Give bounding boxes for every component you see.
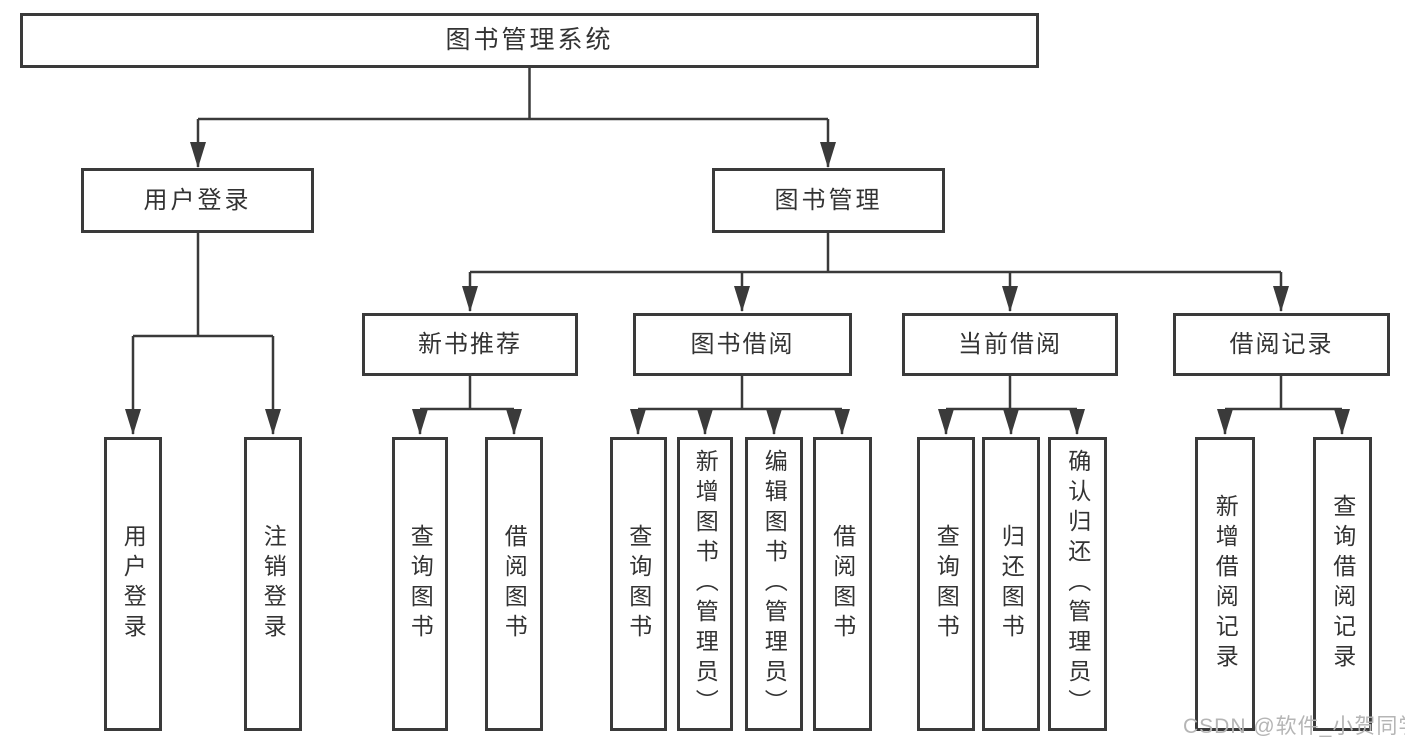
node-label: 借阅记录 (1229, 330, 1334, 358)
node-label: 归还图书 (998, 524, 1025, 644)
connector-book-borrow-branch (630, 376, 850, 435)
node-leaf-query-books-borrow: 查询图书 (610, 437, 667, 731)
node-label: 借阅图书 (501, 524, 528, 644)
node-label: 新增借阅记录 (1212, 494, 1239, 674)
node-label: 图书借阅 (690, 330, 795, 358)
node-leaf-query-borrow-record: 查询借阅记录 (1313, 437, 1372, 731)
node-label: 新增图书（管理员） (692, 449, 719, 719)
connector-book-management-branch (462, 233, 1289, 312)
node-label: 图书管理 (774, 186, 883, 214)
node-label: 用户登录 (143, 186, 252, 214)
watermark: CSDN @软件_小贺同学 (1183, 715, 1405, 738)
node-leaf-confirm-return-admin: 确认归还（管理员） (1048, 437, 1107, 731)
node-leaf-add-book-admin: 新增图书（管理员） (677, 437, 733, 731)
node-leaf-borrow-books-recommend: 借阅图书 (485, 437, 543, 731)
node-leaf-query-books-recommend: 查询图书 (392, 437, 448, 731)
node-leaf-query-books-current: 查询图书 (917, 437, 975, 731)
connector-root-to-level2 (190, 68, 836, 168)
node-leaf-logout: 注销登录 (244, 437, 302, 731)
connector-new-book-recommend-branch (412, 376, 522, 435)
node-leaf-edit-book-admin: 编辑图书（管理员） (745, 437, 803, 731)
node-leaf-borrow-books: 借阅图书 (813, 437, 872, 731)
node-label: 新书推荐 (418, 330, 522, 358)
node-user-login: 用户登录 (81, 168, 314, 233)
node-leaf-add-borrow-record: 新增借阅记录 (1195, 437, 1255, 731)
connector-current-borrow-branch (938, 376, 1085, 435)
node-label: 用户登录 (120, 524, 147, 644)
node-root-library-management-system: 图书管理系统 (20, 13, 1039, 68)
node-current-borrow: 当前借阅 (902, 313, 1118, 376)
node-label: 查询图书 (625, 524, 652, 644)
node-book-borrow: 图书借阅 (633, 313, 852, 376)
node-label: 图书管理系统 (445, 26, 614, 55)
node-leaf-return-books: 归还图书 (982, 437, 1040, 731)
node-label: 注销登录 (260, 524, 287, 644)
node-label: 编辑图书（管理员） (761, 449, 788, 719)
node-label: 借阅图书 (829, 524, 856, 644)
node-book-management: 图书管理 (712, 168, 945, 233)
connector-user-login-branch (125, 233, 281, 435)
node-leaf-user-login: 用户登录 (104, 437, 162, 731)
node-label: 查询图书 (407, 524, 434, 644)
node-label: 当前借阅 (958, 330, 1062, 358)
node-borrow-records: 借阅记录 (1173, 313, 1390, 376)
node-label: 查询图书 (933, 524, 960, 644)
node-new-book-recommend: 新书推荐 (362, 313, 578, 376)
node-label: 查询借阅记录 (1329, 494, 1356, 674)
node-label: 确认归还（管理员） (1064, 449, 1091, 719)
connector-borrow-records-branch (1217, 376, 1350, 435)
